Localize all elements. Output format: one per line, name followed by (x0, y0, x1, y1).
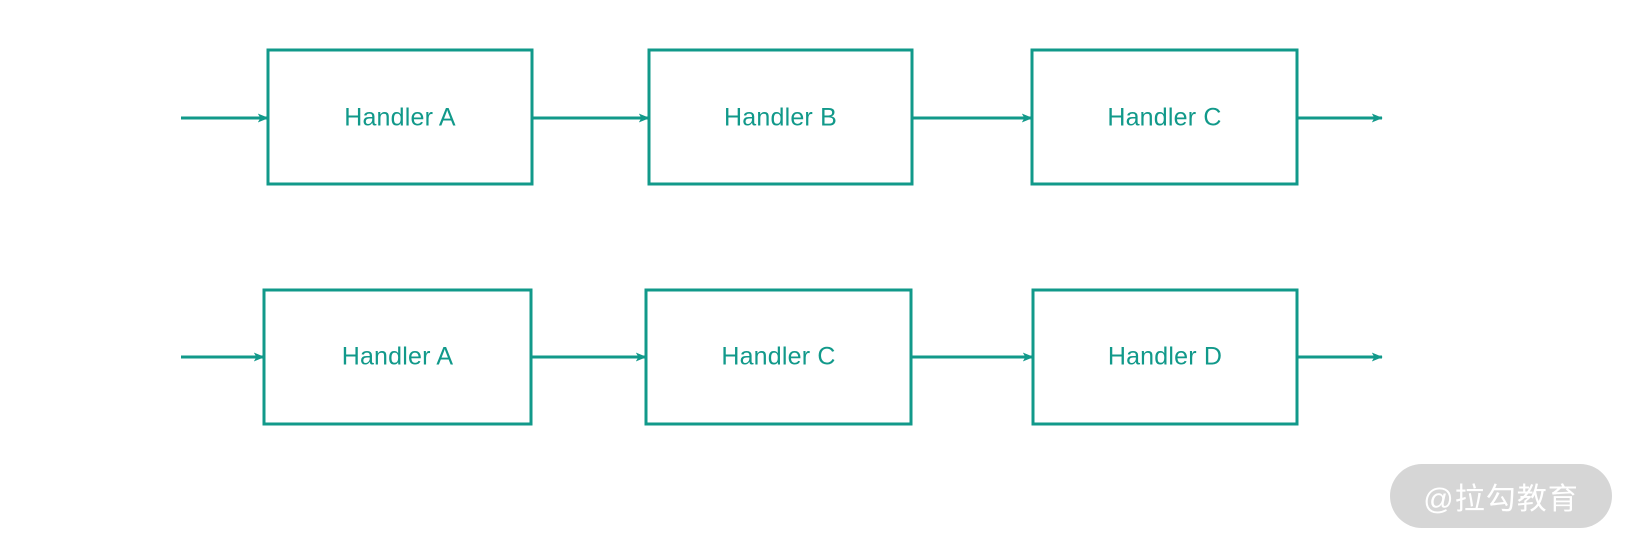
node-label: Handler C (1107, 104, 1221, 132)
chain-row-2: Handler A Handler C Handler D (181, 288, 1383, 426)
chain-row-1: Handler A Handler B Handler C (181, 48, 1383, 186)
node-label: Handler B (724, 104, 837, 132)
node-handler-d-row2[interactable]: Handler D (1031, 288, 1299, 426)
node-box (1031, 288, 1299, 426)
node-label: Handler A (342, 343, 454, 371)
node-handler-b-row1[interactable]: Handler B (647, 48, 914, 186)
node-box (647, 48, 914, 186)
node-handler-c-row2[interactable]: Handler C (644, 288, 913, 426)
watermark-badge: @拉勾教育 (1390, 464, 1612, 528)
node-handler-c-row1[interactable]: Handler C (1030, 48, 1299, 186)
node-box (644, 288, 913, 426)
node-label: Handler D (1108, 343, 1222, 371)
watermark-text: @拉勾教育 (1423, 483, 1579, 516)
node-box (1030, 48, 1299, 186)
node-label: Handler C (721, 343, 835, 371)
node-handler-a-row1[interactable]: Handler A (266, 48, 534, 186)
node-label: Handler A (344, 104, 456, 132)
node-handler-a-row2[interactable]: Handler A (262, 288, 533, 426)
